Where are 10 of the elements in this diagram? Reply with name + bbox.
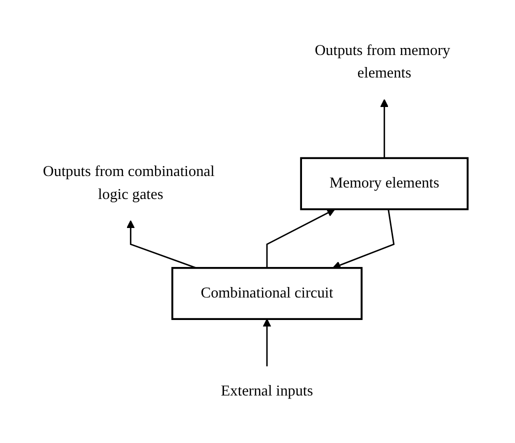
- node-text: External inputs: [220, 383, 314, 400]
- node-box: Memory elements: [300, 157, 469, 210]
- arrow: [380, 99, 389, 158]
- arrow: [262, 318, 272, 366]
- arrow: [266, 208, 336, 268]
- node-text: Outputs from combinational logic gates: [42, 164, 215, 203]
- node-box: Combinational circuit: [171, 266, 363, 320]
- node-text: Outputs from memory elements: [314, 42, 450, 82]
- arrow: [332, 209, 395, 270]
- arrow: [126, 220, 196, 269]
